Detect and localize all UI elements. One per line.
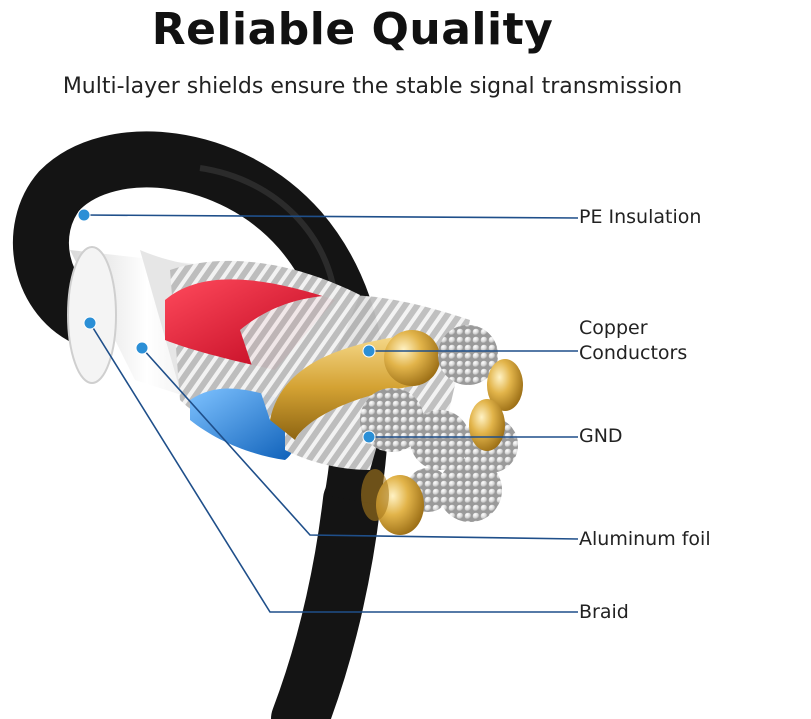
dot-aluminum-foil: [135, 341, 149, 355]
dot-braid: [83, 316, 97, 330]
gold-conductor-wire: [270, 330, 440, 440]
leader-line-braid: [89, 322, 578, 613]
leader-line-aluminum-foil: [141, 347, 579, 540]
label-braid: Braid: [579, 601, 629, 623]
page-subtitle: Multi-layer shields ensure the stable si…: [62, 74, 683, 99]
label-aluminum-foil: Aluminum foil: [579, 528, 711, 550]
label-gnd: GND: [579, 425, 623, 447]
dot-gnd: [362, 430, 376, 444]
dot-copper-conductors: [362, 344, 376, 358]
label-pe-insulation: PE Insulation: [579, 206, 702, 228]
copper-conductor-tips: [361, 359, 523, 535]
leader-line-pe-insulation: [83, 214, 579, 219]
leader-lines: [83, 214, 579, 613]
leader-dots: [77, 208, 376, 444]
strand-bundles: [360, 325, 518, 522]
page-title: Reliable Quality: [151, 4, 554, 55]
dot-pe-insulation: [77, 208, 91, 222]
label-copper-conductors: Copper Conductors: [579, 317, 688, 364]
